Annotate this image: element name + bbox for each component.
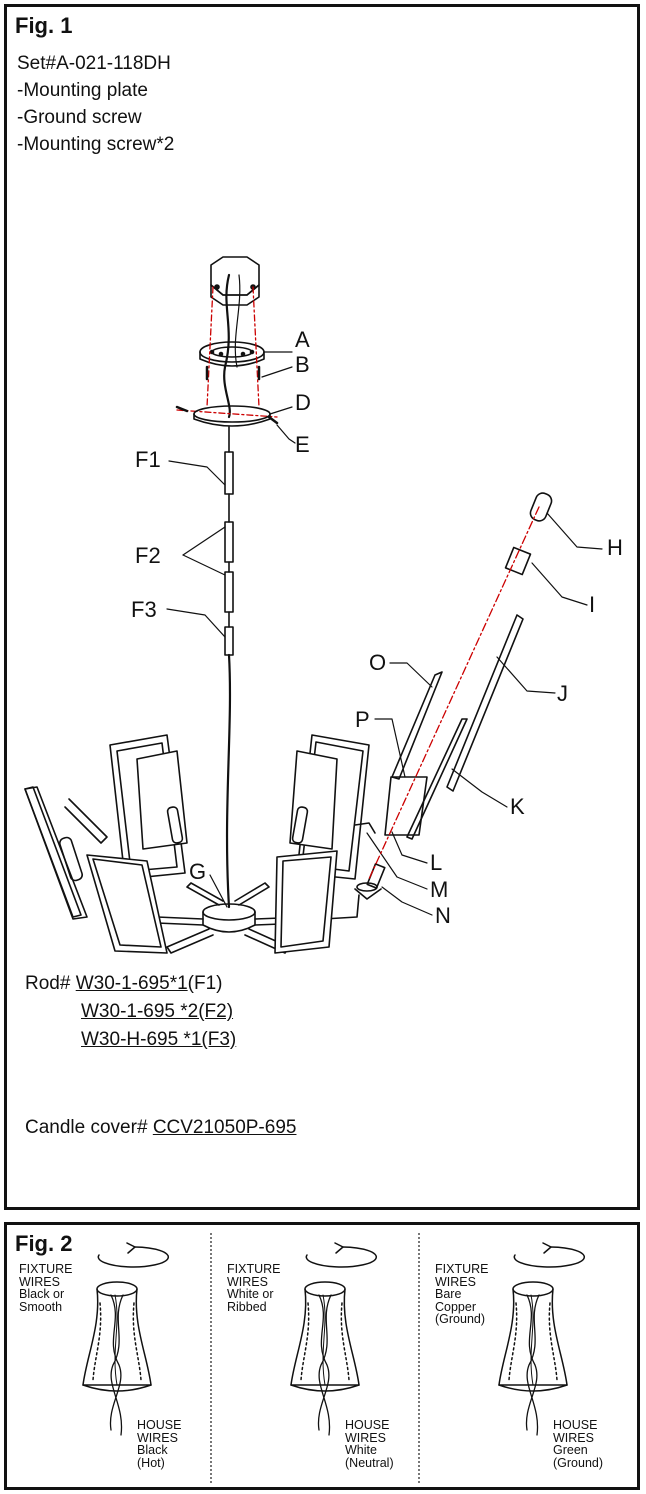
- part-label-f3: F3: [131, 597, 157, 622]
- arm-assembly-exploded: [354, 492, 553, 900]
- part-label-i: I: [589, 592, 596, 617]
- column-divider: [418, 1233, 420, 1483]
- rod-line-3: W30-H-695 *1(F3): [81, 1029, 237, 1050]
- candle-cover-line: Candle cover# CCV21050P-695: [25, 1117, 296, 1139]
- rods: [224, 426, 234, 656]
- rod-line-2: W30-1-695 *2(F2): [81, 1001, 234, 1022]
- part-label-a: A: [295, 327, 310, 352]
- rod-line-1: Rod# W30-1-695*1(F1): [25, 973, 222, 995]
- figure-1-panel: Fig. 1 Set#A-021-118DH -Mounting plate -…: [4, 4, 640, 1210]
- chandelier-body: [24, 734, 370, 954]
- rod-f1-suffix: (F1): [187, 973, 223, 994]
- mounting-plate: [199, 341, 265, 367]
- part-label-b: B: [295, 352, 310, 377]
- wire-nut-diagram: [82, 1242, 170, 1436]
- chandelier-exploded-diagram: [24, 256, 603, 954]
- canopy: [193, 405, 271, 427]
- part-label-h: H: [607, 535, 623, 560]
- wire-connection-diagrams: [82, 1242, 586, 1436]
- column-divider: [210, 1233, 212, 1483]
- rod-prefix: Rod#: [25, 973, 71, 994]
- part-label-e: E: [295, 432, 310, 457]
- part-label-k: K: [510, 794, 525, 819]
- part-label-m: M: [430, 877, 449, 902]
- part-label-o: O: [369, 650, 387, 675]
- part-label-p: P: [355, 707, 370, 732]
- figure-1-title: Fig. 1: [15, 13, 73, 38]
- set-item-mounting-screw: -Mounting screw*2: [17, 134, 175, 155]
- part-label-g: G: [189, 859, 207, 884]
- set-item-mounting-plate: -Mounting plate: [17, 80, 148, 101]
- part-label-l: L: [430, 850, 443, 875]
- candle-cover-code: CCV21050P-695: [152, 1117, 297, 1138]
- figure-2-title: Fig. 2: [15, 1231, 73, 1256]
- part-label-j: J: [557, 681, 568, 706]
- part-label-f2: F2: [135, 543, 161, 568]
- part-label-n: N: [435, 903, 451, 928]
- set-number: Set#A-021-118DH: [17, 53, 171, 74]
- part-label-f1: F1: [135, 447, 161, 472]
- set-item-ground-screw: -Ground screw: [17, 107, 142, 128]
- part-label-d: D: [295, 390, 311, 415]
- rod-code-f1: W30-1-695*1: [75, 973, 188, 994]
- candle-cover-prefix: Candle cover#: [25, 1117, 148, 1138]
- junction-box: [210, 256, 260, 306]
